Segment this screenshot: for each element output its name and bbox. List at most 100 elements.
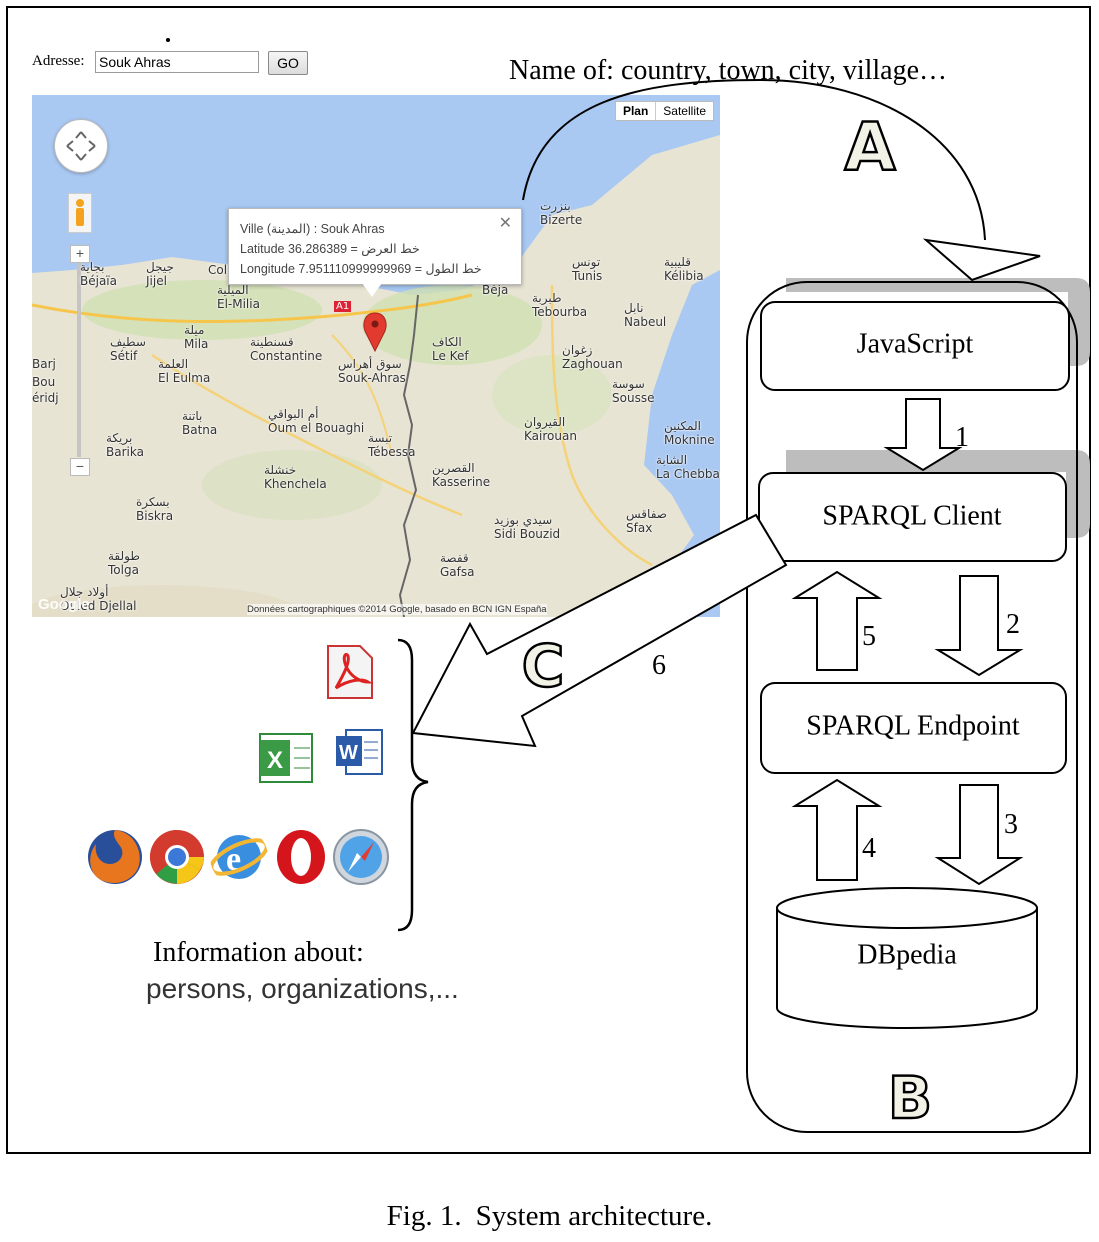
label-b: B — [888, 1064, 932, 1132]
svg-text:W: W — [339, 742, 358, 764]
sparql-client-label: SPARQL Client — [822, 500, 1001, 531]
curved-arrow-a-head — [922, 238, 1041, 282]
map-attribution[interactable]: Données cartographiques ©2014 Google, ba… — [247, 604, 547, 615]
info-longitude: Longitude 7.951110999999969 = خط الطول — [240, 262, 482, 276]
zoom-out-button[interactable]: − — [70, 458, 90, 476]
arrow-number: 3 — [1004, 809, 1018, 840]
curved-arrow-a — [522, 78, 986, 241]
city-label: Béja — [482, 283, 509, 297]
arrow-4 — [791, 778, 883, 881]
figure-caption: Fig. 1.System architecture. — [0, 1200, 1099, 1233]
javascript-box — [760, 301, 1070, 391]
close-icon[interactable]: ✕ — [498, 215, 512, 232]
info-window-pointer — [362, 283, 382, 297]
figure-frame — [6, 6, 1091, 1154]
arrow-number: 1 — [955, 422, 969, 453]
map-type-plan[interactable]: Plan — [616, 102, 657, 120]
info-latitude: Latitude 36.286389 = خط العرض — [240, 242, 420, 256]
chrome-icon — [149, 830, 204, 884]
dbpedia-cylinder-top — [776, 887, 1038, 929]
safari-icon — [333, 829, 389, 885]
opera-icon — [277, 830, 325, 884]
dot-mark — [166, 38, 170, 42]
right-bracket — [397, 638, 429, 932]
pan-control[interactable] — [54, 119, 108, 173]
javascript-label: JavaScript — [857, 328, 974, 359]
city-label-fragment: Barj — [32, 357, 56, 371]
pdf-icon — [327, 645, 373, 699]
info-ville: Ville (المدينة) : Souk Ahras — [240, 222, 385, 236]
container-b — [746, 281, 1078, 1133]
box-shadow — [786, 278, 1090, 366]
dbpedia-cylinder — [776, 908, 1038, 1029]
excel-icon: X — [259, 733, 313, 783]
go-button[interactable]: GO — [268, 51, 308, 75]
sparql-endpoint-box — [760, 682, 1067, 774]
internet-explorer-icon: e — [210, 835, 268, 879]
map-type-toggle[interactable]: Plan Satellite — [614, 101, 714, 121]
zoom-in-button[interactable]: + — [70, 245, 90, 263]
zoom-slider[interactable] — [77, 263, 81, 457]
info-window: Ville (المدينة) : Souk Ahras Latitude 36… — [228, 208, 522, 285]
arrow-number: 6 — [652, 650, 666, 681]
arrow-5 — [791, 570, 883, 671]
address-input[interactable] — [95, 51, 259, 73]
city-label-fragment: Bou — [32, 375, 56, 389]
word-icon: W — [336, 729, 383, 775]
firefox-icon — [88, 830, 142, 884]
information-title: Information about: — [153, 937, 364, 968]
map-terrain — [32, 95, 720, 617]
label-c: C — [522, 632, 565, 700]
pan-arrows-icon — [66, 131, 96, 161]
caption-prefix: Fig. 1. — [386, 1200, 462, 1232]
arrow-1 — [883, 398, 963, 472]
map-type-satellite[interactable]: Satellite — [663, 104, 706, 118]
address-label: Adresse: — [32, 53, 85, 69]
arrow-number: 5 — [862, 621, 876, 652]
arrow-2 — [934, 575, 1024, 677]
sparql-endpoint-label: SPARQL Endpoint — [806, 710, 1020, 741]
arrow-6 — [411, 513, 788, 748]
arrow-number: 2 — [1006, 609, 1020, 640]
city-label-fragment: Coll — [208, 263, 231, 277]
city-label-fragment: éridj — [32, 391, 59, 405]
label-a: A — [844, 109, 895, 186]
road-label: A1 — [334, 301, 352, 312]
svg-text:X: X — [267, 747, 283, 774]
google-logo: Google — [38, 596, 90, 613]
street-view-pegman-icon[interactable] — [68, 193, 92, 233]
arrow-3 — [934, 784, 1024, 886]
dbpedia-label: DBpedia — [857, 939, 957, 970]
